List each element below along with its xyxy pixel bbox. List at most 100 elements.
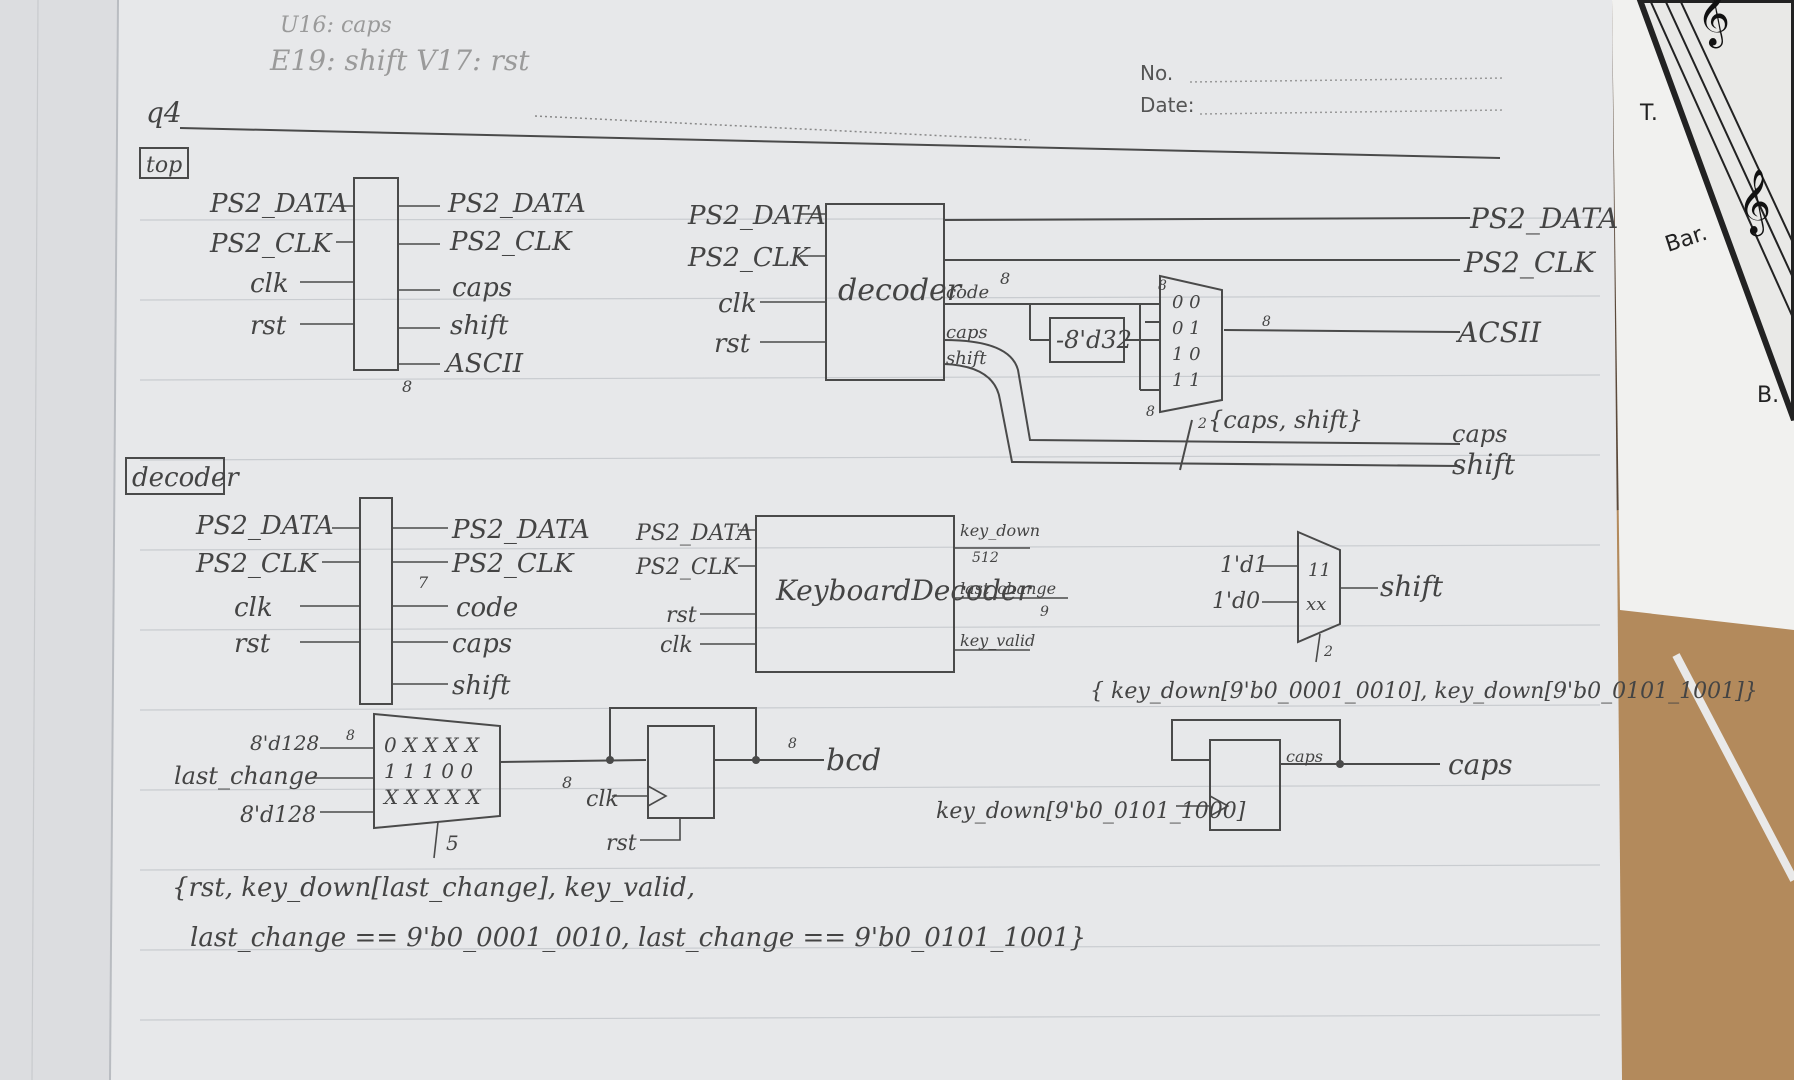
- margin-line-2: [31, 0, 39, 1080]
- kbd-input-wires: [700, 529, 756, 645]
- kbd-out-key-valid: key_valid: [960, 631, 1035, 650]
- mux8-row-1: 0 X X X X: [384, 733, 480, 757]
- dec-mod-out-code: code: [456, 593, 518, 623]
- dec-code-width: 7: [418, 573, 429, 592]
- shift-mux-row-xx: xx: [1306, 594, 1326, 615]
- top-final-caps: caps: [1452, 420, 1507, 448]
- bcd-rst-label: rst: [606, 831, 637, 856]
- caps-output-label: caps: [1448, 748, 1513, 781]
- dec-mod-in-rst: rst: [234, 629, 271, 659]
- top-wires: [943, 217, 1471, 471]
- mux-row-01: 0 1: [1172, 318, 1201, 339]
- white-cable: [1672, 653, 1794, 882]
- dec-mod-in-ps2-data: PS2_DATA: [195, 511, 334, 541]
- bcd-rst-wire: [640, 818, 681, 841]
- kbd-in-ps2-data: PS2_DATA: [635, 521, 753, 546]
- question-label: q4: [146, 96, 182, 129]
- kbd-out-key-down: key_down: [960, 521, 1040, 540]
- bcd-clk-label: clk: [586, 787, 619, 812]
- decoder-label: decoder: [132, 463, 240, 493]
- notebook-page: [0, 0, 1622, 1080]
- mux8-in-last-change: last_change: [174, 762, 318, 790]
- bcd-mux-input-wires: [310, 747, 374, 813]
- top-out-ps2-clk: PS2_CLK: [449, 227, 573, 257]
- dec-in-rst: rst: [714, 329, 751, 359]
- subtract-const: -8'd32: [1056, 326, 1132, 354]
- top-module-pins: [300, 205, 440, 365]
- kbd-output-wires: [954, 547, 1068, 651]
- shift-mux-row-11: 11: [1308, 560, 1331, 581]
- caps-ff-label: caps: [1286, 747, 1323, 766]
- bcd-mux: [373, 712, 501, 830]
- caps-feedback-wire: [1171, 719, 1341, 764]
- top-final-acsii: ACSII: [1455, 316, 1542, 349]
- page-margin: [0, 0, 118, 1080]
- kbd-in-rst: rst: [666, 603, 697, 628]
- mux8-in-width: 8: [346, 728, 355, 744]
- decoder-block-label: decoder: [838, 273, 963, 308]
- decoder-module-pins: [300, 527, 448, 685]
- mux8-out-wire: [499, 759, 647, 763]
- mux8-row-2: 1 1 1 0 0: [384, 759, 473, 783]
- mux-row-11: 1 1: [1172, 370, 1201, 391]
- top-label: top: [146, 153, 182, 178]
- dec-in-clk: clk: [718, 289, 757, 319]
- bcd-output-label: bcd: [826, 743, 881, 778]
- music-staff: [1649, 0, 1794, 321]
- mux8-sel-width: 5: [446, 831, 459, 855]
- bcd-out-width: 8: [788, 736, 797, 752]
- shift-mux-sel-width: 2: [1323, 644, 1333, 660]
- top-out-ascii: ASCII: [444, 349, 524, 379]
- top-in-ps2-data: PS2_DATA: [209, 189, 348, 219]
- subtract-box: [1049, 317, 1125, 363]
- bcd-junction: [606, 756, 614, 764]
- top-module-box: [353, 177, 399, 371]
- code-width: 8: [1000, 269, 1010, 288]
- bcd-register: [647, 725, 715, 819]
- dec-out-shift: shift: [946, 348, 987, 369]
- kbd-out-last-change: last_change: [960, 579, 1056, 598]
- kbd-in-ps2-clk: PS2_CLK: [635, 555, 740, 580]
- margin-line: [109, 0, 119, 1080]
- decoder-module-box: [359, 497, 393, 705]
- pin-note-shift-rst: E19: shift V17: rst: [269, 44, 530, 77]
- treble-clef-icon: 𝄞: [1697, 0, 1730, 48]
- dec-mod-out-shift: shift: [452, 671, 511, 701]
- top-final-shift: shift: [1452, 448, 1516, 481]
- top-in-clk: clk: [250, 269, 289, 299]
- dec-mod-out-ps2-data: PS2_DATA: [451, 515, 590, 545]
- top-in-ps2-clk: PS2_CLK: [209, 229, 333, 259]
- decoder-label-box: [125, 457, 225, 495]
- keyboard-decoder-label: KeyboardDecoder: [775, 574, 1032, 607]
- mux8-sel-wire: [433, 821, 439, 859]
- top-ascii-width: 8: [402, 377, 412, 396]
- kbd-last-change-width: 9: [1040, 604, 1049, 620]
- dec-mod-out-ps2-clk: PS2_CLK: [451, 549, 575, 579]
- mux-sel-width: 2: [1197, 416, 1207, 432]
- caps-ff-input: key_down[9'b0_0101_1000]: [936, 799, 1246, 824]
- dec-mod-out-caps: caps: [452, 629, 512, 659]
- top-in-rst: rst: [250, 311, 287, 341]
- shift-mux-sel-wire: [1315, 633, 1321, 663]
- shift-mux-in-1d0: 1'd0: [1212, 589, 1260, 614]
- mux8-out-width: 8: [562, 773, 572, 792]
- bcd-feedback-wire: [609, 707, 757, 761]
- top-final-ps2-data: PS2_DATA: [1469, 202, 1618, 235]
- decoder-block: [825, 203, 945, 381]
- kbd-key-down-width: 512: [972, 550, 999, 566]
- treble-clef-icon-2: 𝄞: [1738, 169, 1771, 236]
- shift-mux: [1297, 530, 1341, 644]
- top-final-ps2-clk: PS2_CLK: [1463, 246, 1597, 279]
- decoder-input-wires: [760, 213, 826, 343]
- shift-mux-in-1d1: 1'd1: [1220, 553, 1268, 578]
- bcd-register-clk-icon: [647, 785, 668, 807]
- mux-width-top: 8: [1158, 278, 1167, 294]
- shift-mux-select: { key_down[9'b0_0001_0010], key_down[9'b…: [1090, 679, 1758, 704]
- mux-width-bottom: 8: [1146, 404, 1155, 420]
- ascii-out-width: 8: [1262, 314, 1271, 330]
- mux-select-label: {caps, shift}: [1208, 406, 1363, 434]
- mux8-in-8d128-a: 8'd128: [250, 731, 319, 755]
- dec-in-ps2-clk: PS2_CLK: [687, 243, 811, 273]
- caps-register: [1209, 739, 1281, 831]
